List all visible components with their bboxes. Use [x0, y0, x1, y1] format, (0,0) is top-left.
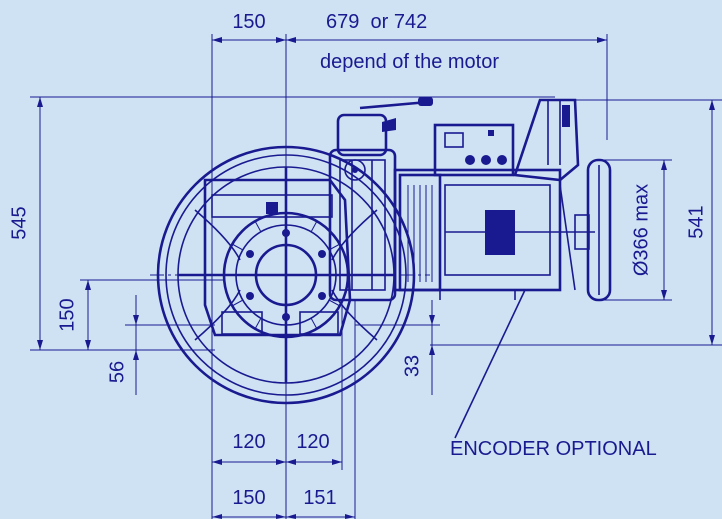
encoder-leader-line	[454, 289, 526, 439]
dim-right-height: 541	[685, 205, 707, 238]
dim-bottom-right: 151	[303, 487, 336, 509]
dim-top-left: 150	[232, 11, 265, 33]
dim-top-note: depend of the motor	[320, 51, 499, 73]
dim-lower-left-half: 120	[232, 431, 265, 453]
dim-left-offset: 150	[56, 298, 78, 331]
dimension-lines	[30, 34, 722, 519]
dim-top-right: 679 or 742	[326, 11, 427, 33]
dim-handwheel-diameter: Ø366 max	[630, 184, 652, 276]
dim-left-height: 545	[8, 206, 30, 239]
dim-bottom-left-offset: 56	[106, 361, 128, 383]
dim-bottom-left: 150	[232, 487, 265, 509]
dim-lower-right-half: 120	[296, 431, 329, 453]
dim-shaft-offset: 33	[401, 355, 423, 377]
encoder-label: ENCODER OPTIONAL	[450, 438, 657, 460]
traction-machine	[156, 97, 612, 405]
